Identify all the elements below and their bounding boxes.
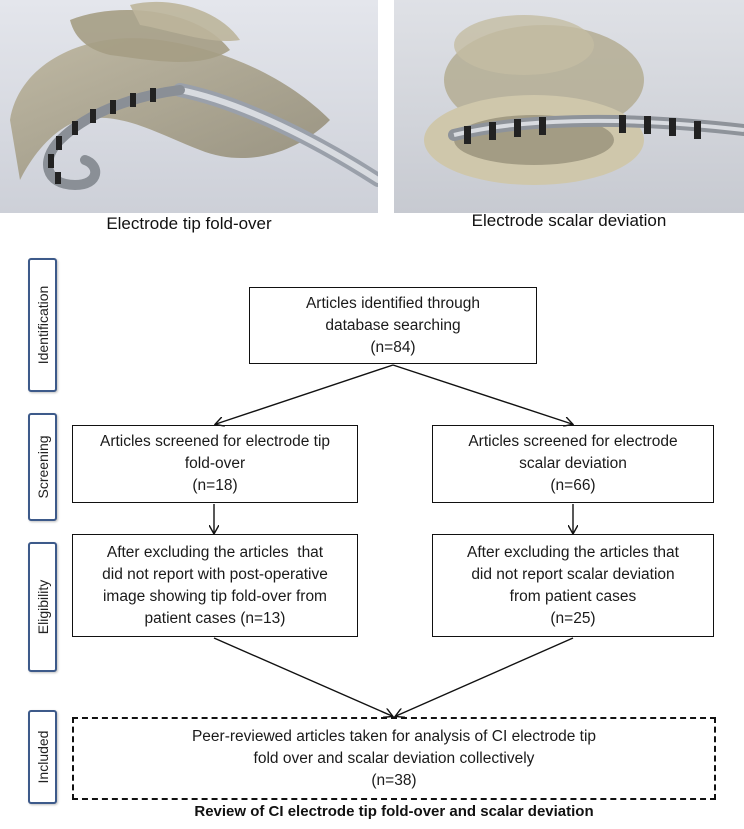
caption-tip-fold-over: Electrode tip fold-over: [106, 214, 272, 233]
caption-scalar-deviation: Electrode scalar deviation: [471, 211, 667, 230]
box-text-line: patient cases (n=13): [144, 609, 286, 627]
box-text-line: fold-over: [184, 455, 246, 472]
figure-footer-title: Review of CI electrode tip fold-over and…: [194, 803, 594, 820]
box-count: (n=84): [370, 338, 416, 356]
stage-screening: Screening: [28, 413, 57, 521]
box-articles-identified: Articles identified through database sea…: [249, 287, 537, 364]
box-text-line: from patient cases: [509, 587, 637, 605]
box-eligible-fold-over: After excluding the articles that did no…: [72, 534, 358, 637]
stage-eligibility: Eligibility: [28, 542, 57, 672]
box-text-line: Articles screened for electrode: [468, 433, 678, 450]
box-count: (n=25): [550, 609, 596, 627]
arrow-identified-to-fold: [216, 364, 394, 424]
box-text-line: After excluding the articles that: [467, 543, 679, 561]
box-included-articles: Peer-reviewed articles taken for analysi…: [72, 717, 716, 800]
box-text-line: After excluding the articles that: [106, 543, 324, 561]
box-screened-fold-over: Articles screened for electrode tip fold…: [72, 425, 358, 503]
electrode-scalar-deviation-image: [394, 0, 744, 213]
box-text-line: image showing tip fold-over from: [102, 587, 327, 605]
stage-included: Included: [28, 710, 57, 804]
stage-identification: Identification: [28, 258, 57, 392]
box-text-line: fold over and scalar deviation collectiv…: [253, 749, 535, 767]
box-text-line: database searching: [325, 316, 461, 334]
box-count: (n=18): [192, 477, 238, 494]
stage-included-label: Included: [34, 730, 51, 784]
stage-identification-label: Identification: [34, 285, 51, 365]
box-text-line: Articles identified through: [305, 294, 481, 312]
box-text-line: Peer-reviewed articles taken for analysi…: [191, 727, 597, 745]
box-text-line: did not report scalar deviation: [471, 565, 675, 583]
box-eligible-scalar-deviation: After excluding the articles that did no…: [432, 534, 714, 637]
arrow-identified-to-scalar: [392, 364, 572, 424]
electrode-tip-fold-over-image: [0, 0, 378, 213]
arrow-elig-fold-to-included: [213, 637, 392, 716]
stage-screening-label: Screening: [34, 435, 51, 499]
box-screened-scalar-deviation: Articles screened for electrode scalar d…: [432, 425, 714, 503]
box-count: (n=38): [371, 771, 417, 789]
stage-eligibility-label: Eligibility: [34, 579, 51, 635]
box-text-line: Articles screened for electrode tip: [99, 433, 331, 450]
box-text-line: scalar deviation: [519, 455, 627, 472]
box-text-line: did not report with post-operative: [102, 565, 328, 583]
box-count: (n=66): [550, 477, 596, 494]
arrow-elig-scalar-to-included: [396, 637, 574, 716]
